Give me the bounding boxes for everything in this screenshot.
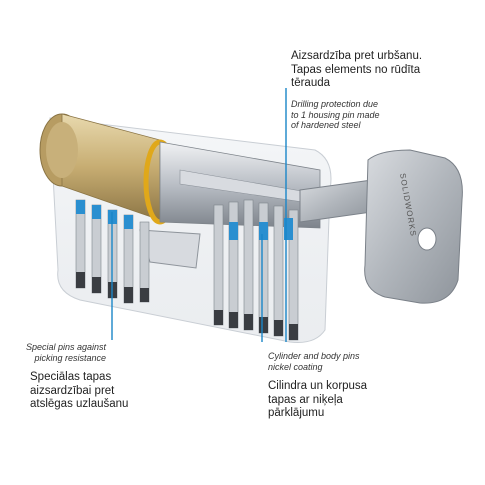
- drilling-protection-label-lv: Aizsardzība pret urbšanu. Tapas elements…: [291, 50, 423, 90]
- right-pin-stack: [213, 199, 299, 341]
- special-pins-label-en: Special pins against picking resistance: [26, 342, 107, 363]
- special-pins-label-lv: Speciālas tapas aizsardzībai pret atslēg…: [30, 371, 129, 411]
- nickel-coating-label-lv: Cilindra un korpusa tapas ar niķeļa pārk…: [268, 380, 368, 420]
- key-head: [364, 149, 463, 304]
- drilling-protection-label-en: Drilling protection due to 1 housing pin…: [291, 99, 380, 131]
- nickel-coating-label-en: Cylinder and body pins nickel coating: [268, 351, 360, 372]
- key-hole: [417, 227, 437, 251]
